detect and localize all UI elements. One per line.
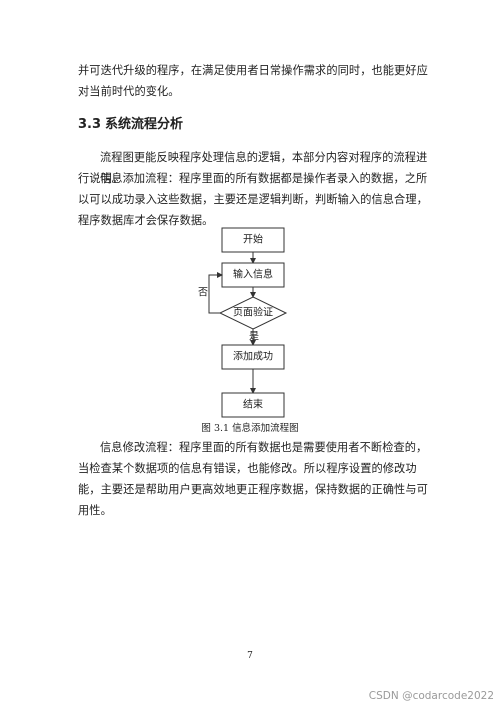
flow-label-yes: 是 xyxy=(249,331,259,343)
flow-node-end xyxy=(221,392,285,418)
flow-node-verify-label: 页面验证 xyxy=(233,306,273,319)
flow-node-start xyxy=(221,227,285,253)
intro-paragraph: 并可迭代升级的程序，在满足使用者日常操作需求的同时，也能更好应对当前时代的变化。 xyxy=(78,64,428,98)
flow-node-input-label: 输入信息 xyxy=(233,268,273,281)
paragraph-modify-flow: 信息修改流程：程序里面的所有数据也是需要使用者不断检查的，当检查某个数据项的信息… xyxy=(78,441,428,517)
figure-caption: 图 3.1 信息添加流程图 xyxy=(201,423,299,434)
section-number: 3.3 xyxy=(78,117,102,132)
paragraph-flowchart-intro: 流程图更能反映程序处理信息的逻辑，本部分内容对程序的流程进行说明。 xyxy=(78,151,428,185)
page-number: 7 xyxy=(247,651,253,661)
csdn-watermark: CSDN @codarcode2022 xyxy=(368,690,494,702)
section-title: 系统流程分析 xyxy=(105,117,184,132)
paragraph-add-flow: 信息添加流程：程序里面的所有数据都是操作者录入的数据，之所以可以成功录入这些数据… xyxy=(78,172,428,227)
flow-node-end-label: 结束 xyxy=(243,398,263,411)
flow-node-success-label: 添加成功 xyxy=(233,350,273,363)
flow-node-start-label: 开始 xyxy=(243,233,263,246)
flow-arrow-no-loop xyxy=(208,272,223,314)
flow-label-no: 否 xyxy=(198,287,208,299)
